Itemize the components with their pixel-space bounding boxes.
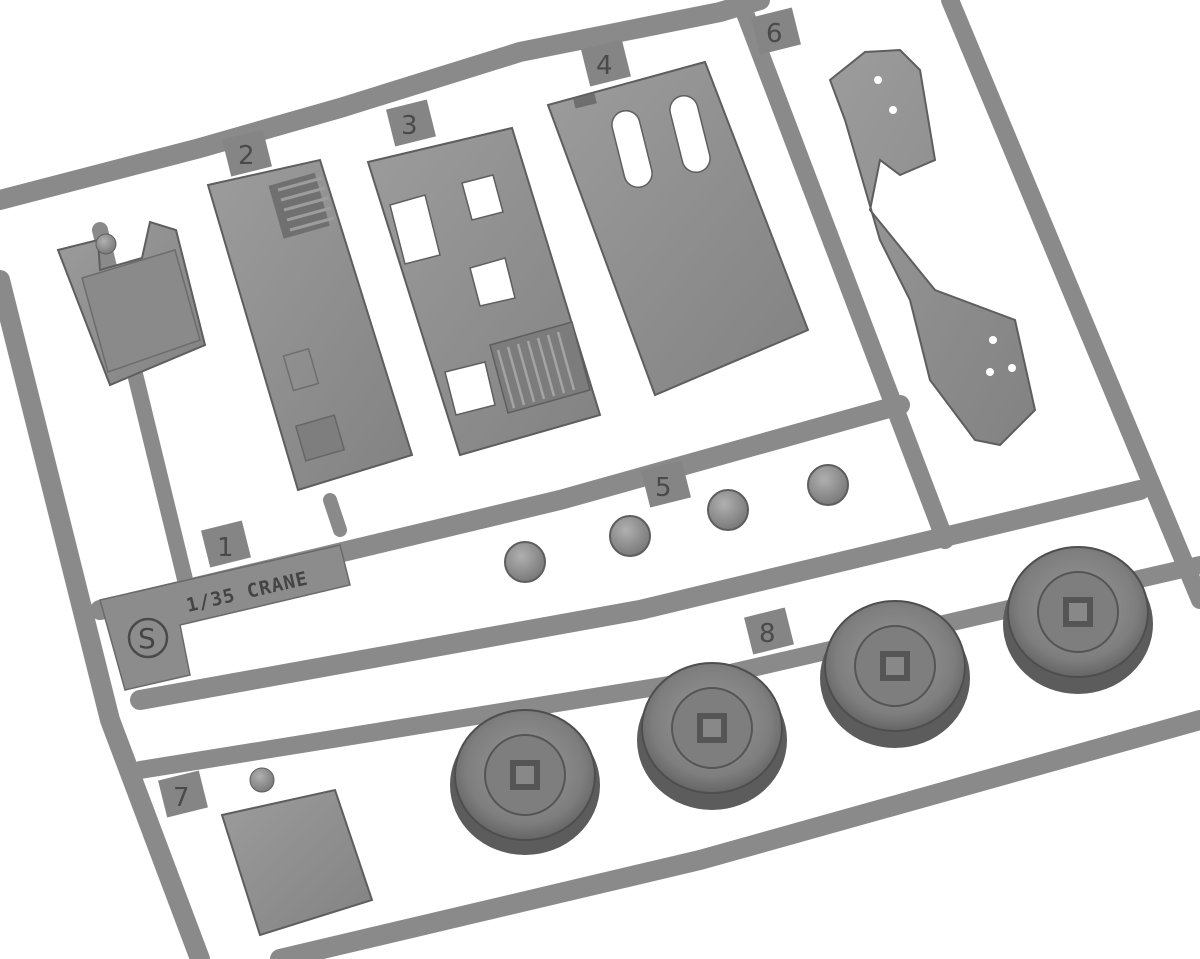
brand-logo-icon [127,617,169,659]
part-number-8-label: 8 [759,619,776,649]
part-number-6: 6 [751,7,801,55]
wheel-hub-4 [1003,546,1153,694]
brand-mark: S [138,622,156,655]
part-2-panel [206,158,414,492]
part-number-6-label: 6 [766,19,783,49]
part-3-panel [366,126,602,457]
part-7-panel [220,767,374,937]
wheel-hub-3 [820,600,970,748]
part-number-4: 4 [581,39,631,87]
part-8-wheels [450,546,1153,855]
part-1-panel [56,220,207,387]
part-number-5-label: 5 [655,473,672,503]
part-number-3-label: 3 [401,111,418,141]
part-number-4-label: 4 [596,51,613,81]
kit-nameplate: S 1/35 CRANE [99,544,351,691]
part-number-8: 8 [744,607,794,655]
part-number-5: 5 [641,460,691,508]
part-4-panel [546,60,810,397]
part-number-1: 1 [201,520,251,568]
part-6-beam [828,48,1037,447]
part-5-knobs [504,464,849,583]
wheel-hub-2 [637,662,787,810]
wheel-hub-1 [450,709,600,855]
part-number-tags: 1 2 3 4 5 6 7 8 [158,7,801,818]
part-number-7-label: 7 [173,783,190,813]
part-number-2-label: 2 [238,141,255,171]
part-number-2: 2 [222,129,272,177]
part-number-3: 3 [386,99,436,147]
part-number-1-label: 1 [217,533,234,563]
part-number-7: 7 [158,770,208,818]
